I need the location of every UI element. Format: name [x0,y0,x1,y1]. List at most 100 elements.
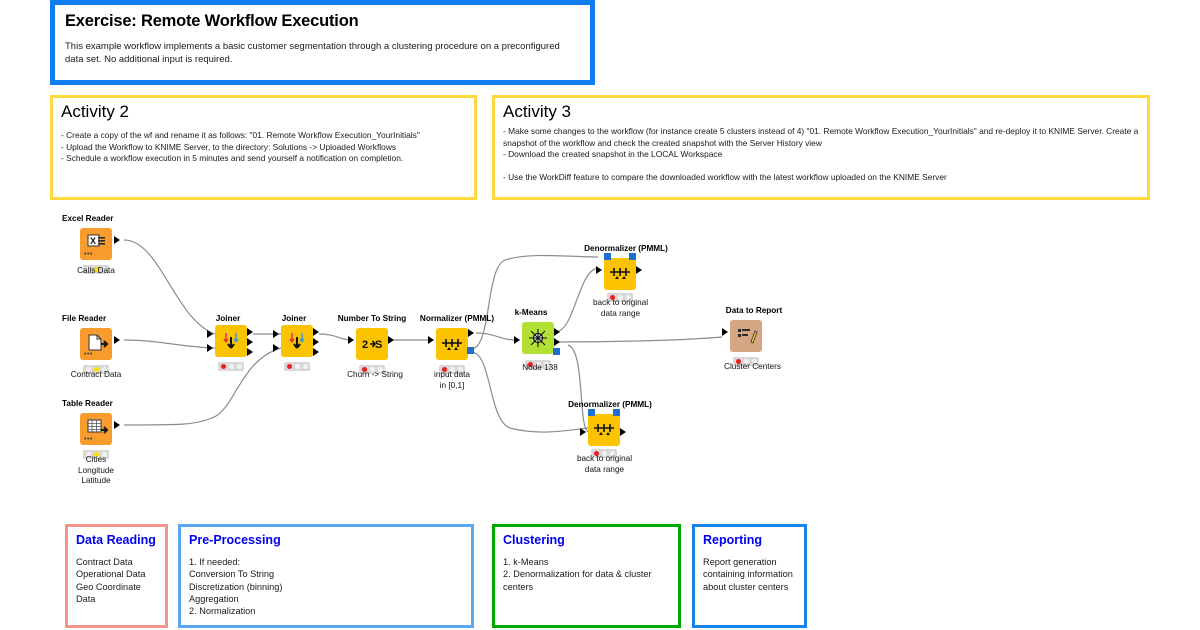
port-out-normalizer-model[interactable] [467,347,474,354]
node-denormalizer-bot[interactable] [588,414,620,446]
port-in-denormalizer-top-model[interactable] [604,253,611,260]
port-in-kmeans[interactable] [514,336,520,344]
port-out-denormalizer-bot-data[interactable] [620,428,626,436]
node-label-excel-reader: Calls Data [77,266,115,275]
activity2-annotation-box: Activity 2 - Create a copy of the wf and… [50,95,477,200]
status-number-to-string [359,365,385,374]
legend-box-reporting: Reporting Report generation containing i… [692,524,807,628]
status-red-light [85,267,91,272]
status-joiner-2 [284,362,310,371]
node-data-to-report[interactable] [730,320,762,352]
status-red-light [609,295,615,300]
status-red-light [593,451,599,456]
port-out-kmeans-data[interactable] [554,338,560,346]
node-number-to-string[interactable]: 2 S [356,328,388,360]
legend-body-clustering: 1. k-Means 2. Denormalization for data &… [503,557,652,592]
status-red-light [527,362,533,367]
port-in-joiner-2-bottom[interactable] [273,344,279,352]
node-joiner-1[interactable] [215,325,247,357]
port-in-denormalizer-bot-data[interactable] [580,428,586,436]
port-out-file-reader[interactable] [114,336,120,344]
status-excel-reader [83,265,109,274]
node-title-excel-reader: Excel Reader [62,214,114,223]
status-green-light [625,295,631,300]
node-label-denormalizer-top: back to original data range [592,298,649,318]
port-in-joiner-2-top[interactable] [273,330,279,338]
status-green-light [101,267,107,272]
status-green-light [609,451,615,456]
activity3-annotation-box: Activity 3 - Make some changes to the wo… [492,95,1150,200]
port-in-denormalizer-bot-model[interactable] [588,409,595,416]
wire-kmeans-to-denorm-bot [567,344,589,433]
port-out-joiner-1-bottom[interactable] [247,348,253,356]
node-title-joiner-2: Joiner [281,314,307,323]
status-green-light [457,367,463,372]
node-title-number-to-string: Number To String [337,314,407,323]
wire-kmeans-to-denorm-top [554,267,599,333]
port-out-excel-reader[interactable] [114,236,120,244]
status-yellow-light [601,451,607,456]
status-green-light [377,367,383,372]
node-table-reader[interactable]: ••• [80,413,112,445]
status-green-light [302,364,308,369]
port-out-kmeans-model[interactable] [553,348,560,355]
port-out-normalizer-data[interactable] [468,329,474,337]
port-in-denormalizer-top-data[interactable] [596,266,602,274]
port-in-data-to-report[interactable] [722,328,728,336]
node-normalizer[interactable] [436,328,468,360]
status-yellow-light [93,452,99,457]
status-data-to-report [733,357,759,366]
legend-title-reporting: Reporting [703,533,763,547]
wire-excel-to-joiner1 [123,239,216,335]
node-title-denormalizer-top: Denormalizer (PMML) [584,244,668,253]
file-page-icon [88,334,109,351]
status-yellow-light [535,362,541,367]
activity3-title: Activity 3 [503,102,572,121]
status-red-light [286,364,292,369]
status-green-light [236,364,242,369]
wire-normalizer-to-kmeans [475,332,517,341]
legend-body-pre-processing: 1. If needed: Conversion To String Discr… [189,557,283,617]
wire-file-to-joiner1 [123,339,216,349]
status-table-reader [83,450,109,459]
port-out-joiner-2-mid[interactable] [313,338,319,346]
port-out-joiner-2-bottom[interactable] [313,348,319,356]
status-denormalizer-top [607,293,633,302]
node-label-kmeans: Node 138 [522,363,558,372]
port-in-normalizer[interactable] [428,336,434,344]
node-excel-reader[interactable]: X ••• [80,228,112,260]
port-in-number-to-string[interactable] [348,336,354,344]
node-dots-table-reader: ••• [84,436,93,443]
node-denormalizer-top[interactable] [604,258,636,290]
port-out-joiner-1-mid[interactable] [247,338,253,346]
svg-text:2: 2 [362,339,368,351]
node-kmeans[interactable] [522,322,554,354]
port-out-denormalizer-bot-model[interactable] [613,409,620,416]
port-in-joiner-1-top[interactable] [207,330,213,338]
node-dots-file-reader: ••• [84,351,93,358]
legend-body-reporting: Report generation containing information… [703,557,793,592]
port-out-number-to-string[interactable] [388,336,394,344]
port-out-denormalizer-top-model[interactable] [629,253,636,260]
joiner-arrows-icon [223,333,239,349]
node-file-reader[interactable]: ••• [80,328,112,360]
wire-joiner2-to-numbertostring [318,333,353,341]
status-red-light [220,364,226,369]
status-yellow-light [449,367,455,372]
svg-text:S: S [375,339,382,351]
status-yellow-light [93,267,99,272]
node-label-normalizer: input data in [0,1] [434,370,470,390]
wire-normalizer-model-to-denorm-bot [470,351,589,433]
node-joiner-2[interactable] [281,325,313,357]
port-out-joiner-1-top[interactable] [247,328,253,336]
port-out-denormalizer-top-data[interactable] [636,266,642,274]
status-red-light [735,359,741,364]
legend-title-data-reading: Data Reading [76,533,156,547]
port-out-table-reader[interactable] [114,421,120,429]
port-out-joiner-2-top[interactable] [313,328,319,336]
wire-normalizer-model-to-denorm-top [470,254,599,350]
port-in-joiner-1-bottom[interactable] [207,344,213,352]
port-out-kmeans-clusters[interactable] [554,328,560,336]
status-green-light [101,367,107,372]
status-yellow-light [294,364,300,369]
